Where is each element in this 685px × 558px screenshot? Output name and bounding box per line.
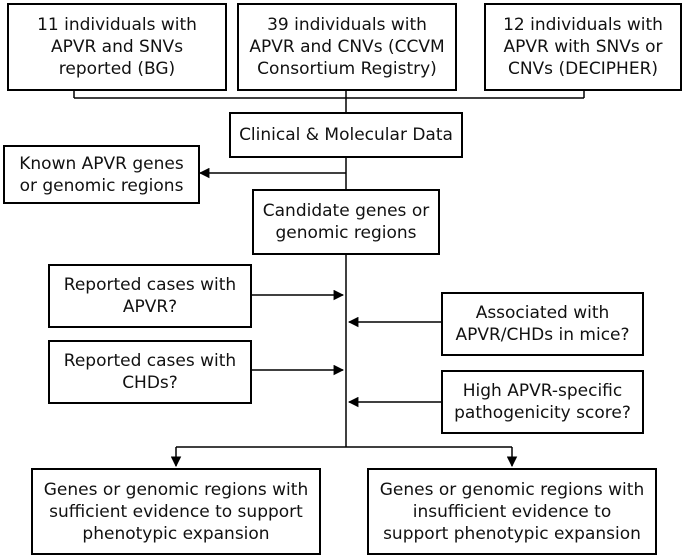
outcome-insufficient-box: Genes or genomic regions with insufficie…	[367, 468, 657, 555]
check-reported-chds-box: Reported cases with CHDs?	[48, 340, 252, 404]
known-genes-line-1: Known APVR genes	[19, 153, 184, 174]
candidate-genes-line-2: genomic regions	[275, 223, 417, 243]
check-reported-chds-line-2: CHDs?	[122, 373, 178, 393]
source-decipher-line-2: APVR with SNVs or	[503, 37, 663, 57]
check-reported-apvr-line-1: Reported cases with	[63, 275, 237, 295]
source-box-ccvm: 39 individuals with APVR and CNVs (CCVM …	[237, 3, 457, 91]
candidate-genes-box: Candidate genes or genomic regions	[252, 189, 440, 255]
clinical-molecular-box: Clinical & Molecular Data	[229, 112, 463, 158]
outcome-sufficient-line-2: sufficient evidence to support	[49, 501, 303, 522]
check-reported-apvr-line-2: APVR?	[122, 297, 178, 317]
source-decipher-line-1: 12 individuals with	[503, 15, 663, 35]
check-mice-box: Associated with APVR/CHDs in mice?	[441, 292, 644, 356]
outcome-insufficient-line-2: insufficient evidence to	[412, 501, 612, 522]
source-ccvm-line-2: APVR and CNVs (CCVM	[249, 37, 445, 57]
candidate-genes-line-1: Candidate genes or	[262, 201, 430, 221]
outcome-sufficient-line-1: Genes or genomic regions with	[43, 479, 309, 500]
source-box-bg: 11 individuals with APVR and SNVs report…	[7, 3, 227, 91]
check-pathogenicity-box: High APVR-specific pathogenicity score?	[441, 370, 644, 434]
source-box-decipher: 12 individuals with APVR with SNVs or CN…	[484, 3, 682, 91]
source-bg-line-2: APVR and SNVs	[50, 37, 184, 57]
source-ccvm-line-1: 39 individuals with	[267, 15, 427, 35]
check-mice-line-1: Associated with	[475, 303, 610, 323]
check-pathogenicity-line-2: pathogenicity score?	[454, 403, 631, 423]
outcome-insufficient-line-1: Genes or genomic regions with	[379, 479, 645, 500]
outcome-sufficient-line-3: phenotypic expansion	[82, 523, 270, 544]
known-genes-box: Known APVR genes or genomic regions	[3, 145, 200, 204]
clinical-molecular-label: Clinical & Molecular Data	[239, 125, 453, 145]
outcome-insufficient-line-3: support phenotypic expansion	[383, 523, 641, 544]
known-genes-line-2: or genomic regions	[19, 175, 184, 196]
check-reported-chds-line-1: Reported cases with	[63, 351, 237, 371]
check-mice-line-2: APVR/CHDs in mice?	[455, 325, 630, 345]
check-pathogenicity-line-1: High APVR-specific	[462, 381, 623, 401]
outcome-sufficient-box: Genes or genomic regions with sufficient…	[31, 468, 321, 555]
source-decipher-line-3: CNVs (DECIPHER)	[507, 59, 659, 79]
check-reported-apvr-box: Reported cases with APVR?	[48, 264, 252, 328]
source-bg-line-1: 11 individuals with	[37, 15, 197, 35]
source-bg-line-3: reported (BG)	[58, 59, 176, 79]
source-ccvm-line-3: Consortium Registry)	[257, 59, 437, 79]
